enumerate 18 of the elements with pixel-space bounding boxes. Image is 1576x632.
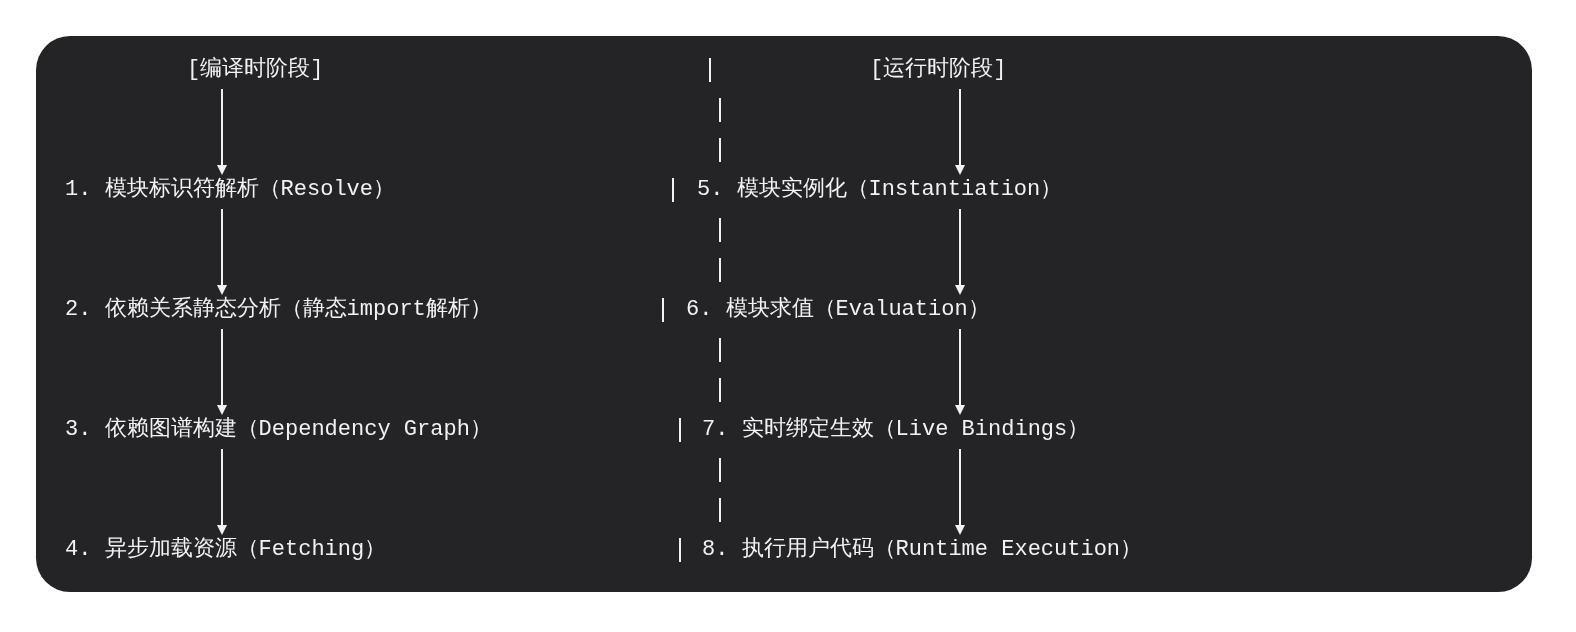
step-text: 1. 模块标识符解析（Resolve） [65, 177, 396, 203]
arrow [955, 208, 965, 295]
phase-heading: [运行时阶段] [870, 57, 1007, 83]
step-text: 5. 模块实例化（Instantiation） [697, 177, 1063, 203]
arrow [955, 88, 965, 175]
step-text: 6. 模块求值（Evaluation） [686, 297, 990, 323]
arrow [217, 208, 227, 295]
arrow [217, 88, 227, 175]
arrow [217, 448, 227, 535]
step-text: 7. 实时绑定生效（Live Bindings） [702, 417, 1090, 443]
arrow [955, 328, 965, 415]
phase-heading: [编译时阶段] [187, 57, 324, 83]
arrow [955, 448, 965, 535]
arrow [217, 328, 227, 415]
step-text: 2. 依赖关系静态分析（静态import解析） [65, 297, 492, 323]
step-text: 4. 异步加载资源（Fetching） [65, 537, 387, 563]
step-text: 3. 依赖图谱构建（Dependency Graph） [65, 417, 492, 443]
step-text: 8. 执行用户代码（Runtime Execution） [702, 537, 1143, 563]
